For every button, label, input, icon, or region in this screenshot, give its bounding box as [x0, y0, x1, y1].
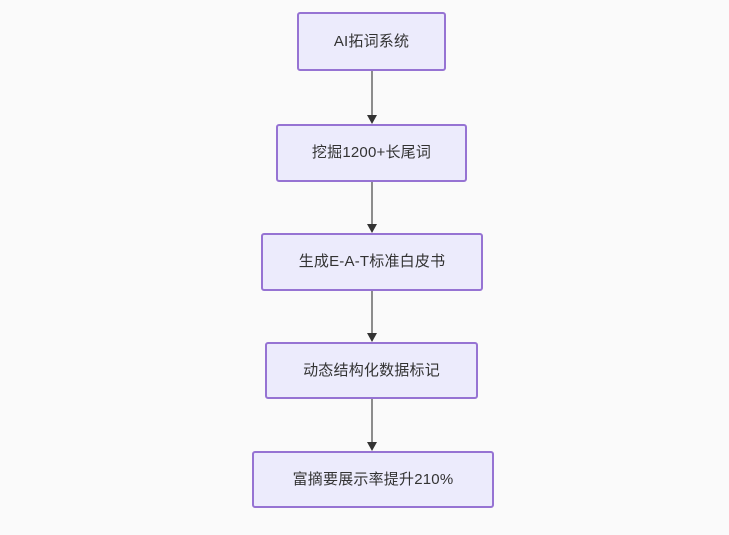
flow-node-label: 挖掘1200+长尾词: [311, 144, 432, 161]
flow-node-rich-snippet-uplift[interactable]: 富摘要展示率提升210%: [252, 451, 494, 508]
edge-line: [371, 399, 373, 443]
flow-node-ai-keyword-system[interactable]: AI拓词系统: [297, 12, 446, 71]
flow-node-label: 动态结构化数据标记: [303, 361, 440, 379]
arrowhead-icon: [367, 333, 377, 342]
flow-node-generate-eat-whitepaper[interactable]: 生成E-A-T标准白皮书: [261, 233, 483, 291]
arrowhead-icon: [367, 224, 377, 233]
edge-line: [371, 182, 373, 225]
flow-node-label: 生成E-A-T标准白皮书: [298, 253, 446, 270]
edge-line: [371, 71, 373, 116]
flow-node-mine-longtail-keywords[interactable]: 挖掘1200+长尾词: [276, 124, 467, 182]
arrowhead-icon: [367, 115, 377, 124]
flow-node-dynamic-structured-data[interactable]: 动态结构化数据标记: [265, 342, 478, 399]
flow-node-label: 富摘要展示率提升210%: [292, 470, 454, 488]
arrowhead-icon: [367, 442, 377, 451]
flow-node-label: AI拓词系统: [333, 32, 410, 50]
edge-line: [371, 291, 373, 334]
